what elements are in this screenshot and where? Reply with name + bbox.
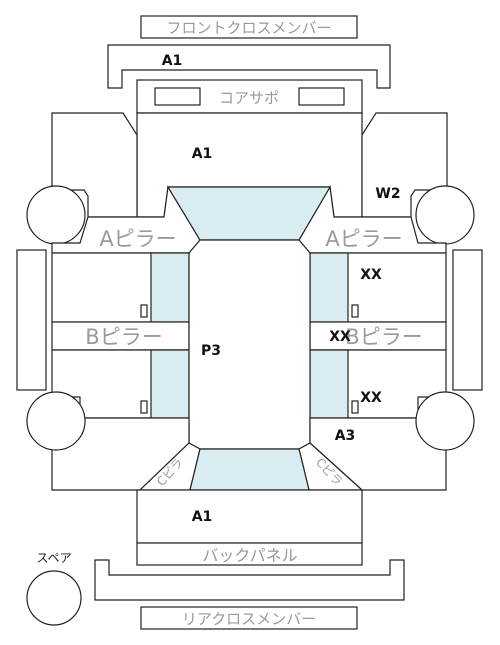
- hood-code: A1: [192, 146, 213, 162]
- right-rear-wheel[interactable]: [415, 391, 475, 451]
- rear-window[interactable]: [189, 448, 310, 491]
- left-rear-door-handle[interactable]: [140, 400, 148, 414]
- spare-tire-label: スペア: [36, 551, 71, 565]
- right-b-pillar-label: Bピラー: [345, 325, 422, 349]
- front-bumper-code: A1: [162, 53, 183, 69]
- left-front-door-handle[interactable]: [140, 304, 148, 318]
- roof-code: P3: [201, 343, 221, 359]
- trunk-code: A1: [192, 509, 213, 525]
- left-front-wheel[interactable]: [26, 185, 86, 245]
- left-rear-window[interactable]: [150, 349, 190, 419]
- right-rear-door-handle[interactable]: [351, 400, 359, 414]
- right-front-window[interactable]: [309, 252, 349, 323]
- left-rear-wheel[interactable]: [26, 391, 86, 451]
- right-side-step[interactable]: [452, 249, 483, 391]
- right-rear-door-code: XX: [329, 329, 351, 345]
- left-side-step[interactable]: [16, 249, 47, 391]
- back-panel-label: バックパネル: [202, 546, 297, 565]
- front-cross-member-label: フロントクロスメンバー: [166, 19, 331, 37]
- right-front-wheel[interactable]: [415, 185, 475, 245]
- rear-cross-member-label: リアクロスメンバー: [182, 610, 316, 628]
- left-a-pillar-label: Aピラー: [99, 227, 176, 251]
- spare-tire[interactable]: [26, 570, 82, 626]
- right-quarter-code: XX: [360, 390, 382, 406]
- right-rear-window[interactable]: [309, 349, 349, 419]
- front-cross-member-panel[interactable]: [140, 15, 358, 39]
- right-front-door-handle[interactable]: [351, 304, 359, 318]
- left-front-window[interactable]: [150, 252, 190, 323]
- left-b-pillar-label: Bピラー: [85, 325, 162, 349]
- right-a-pillar-label: Aピラー: [325, 227, 402, 251]
- left-headlight[interactable]: [154, 87, 201, 106]
- front-bumper[interactable]: [107, 44, 391, 89]
- right-front-fender-code: W2: [375, 186, 400, 202]
- rear-cross-member-panel[interactable]: [140, 606, 358, 630]
- right-front-door-code: XX: [360, 267, 382, 283]
- back-panel[interactable]: [136, 542, 363, 566]
- right-rear-quarter-code: A3: [335, 428, 356, 444]
- right-headlight[interactable]: [298, 87, 345, 106]
- core-support-label: コアサポ: [219, 89, 279, 107]
- trunk-lid[interactable]: [136, 489, 363, 544]
- rear-bumper[interactable]: [94, 559, 405, 601]
